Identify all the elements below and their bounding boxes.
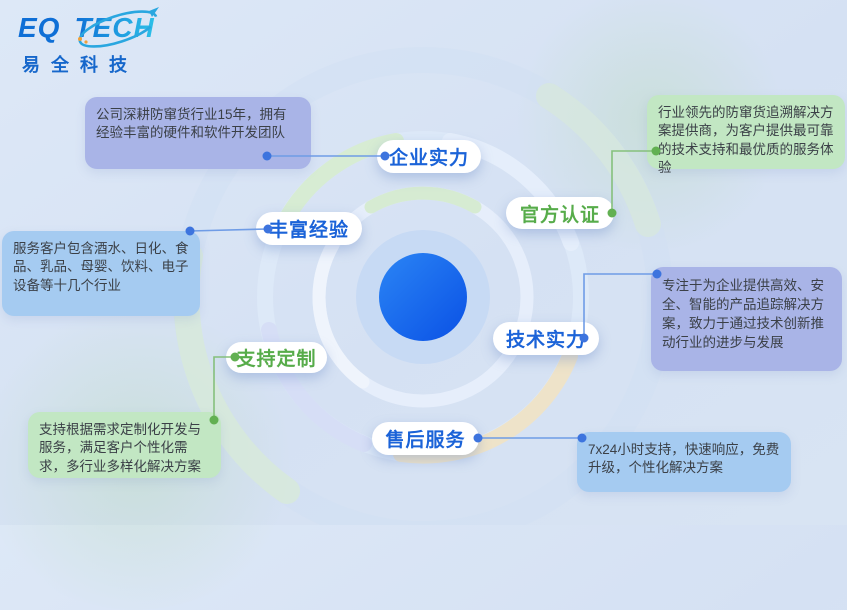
node-pill-custom-support: 支持定制 <box>226 342 327 373</box>
logo-wordmark: EQ TECH <box>18 7 208 48</box>
logo-tech-text: TECH <box>74 8 154 48</box>
node-pill-official-certification: 官方认证 <box>506 197 614 229</box>
desc-official-certification: 行业领先的防窜货追溯解决方案提供商，为客户提供最可靠的技术支持和最优质的服务体验 <box>647 95 845 175</box>
node-pill-rich-experience: 丰富经验 <box>256 212 362 245</box>
inner-ring-white-arc <box>312 238 370 389</box>
node-pill-after-sales-service: 售后服务 <box>372 422 479 455</box>
desc-after-sales-service: 7x24小时支持，快速响应，免费升级，个性化解决方案 <box>577 432 791 492</box>
center-circle <box>379 253 467 341</box>
desc-custom-support: 支持根据需求定制化开发与服务，满足客户个性化需求，多行业多样化解决方案 <box>28 412 221 478</box>
desc-enterprise-strength: 公司深耕防窜货行业15年，拥有经验丰富的硬件和软件开发团队 <box>85 97 311 169</box>
node-pill-enterprise-strength: 企业实力 <box>377 140 481 173</box>
inner-ring-green-arc <box>364 186 482 214</box>
desc-rich-experience: 服务客户包含酒水、日化、食品、乳品、母婴、饮料、电子设备等十几个行业 <box>2 231 200 316</box>
logo-company-name: 易全科技 <box>22 55 138 75</box>
logo-eq-text: EQ <box>18 12 61 43</box>
logo: EQ TECH 易全科技 <box>18 7 208 80</box>
desc-technical-strength: 专注于为企业提供高效、安全、智能的产品追踪解决方案，致力于通过技术创新推动行业的… <box>651 267 842 371</box>
outer-ring-beige-arc <box>393 348 578 464</box>
outer-ring-green-arc <box>276 133 404 231</box>
node-pill-technical-strength: 技术实力 <box>493 322 599 355</box>
